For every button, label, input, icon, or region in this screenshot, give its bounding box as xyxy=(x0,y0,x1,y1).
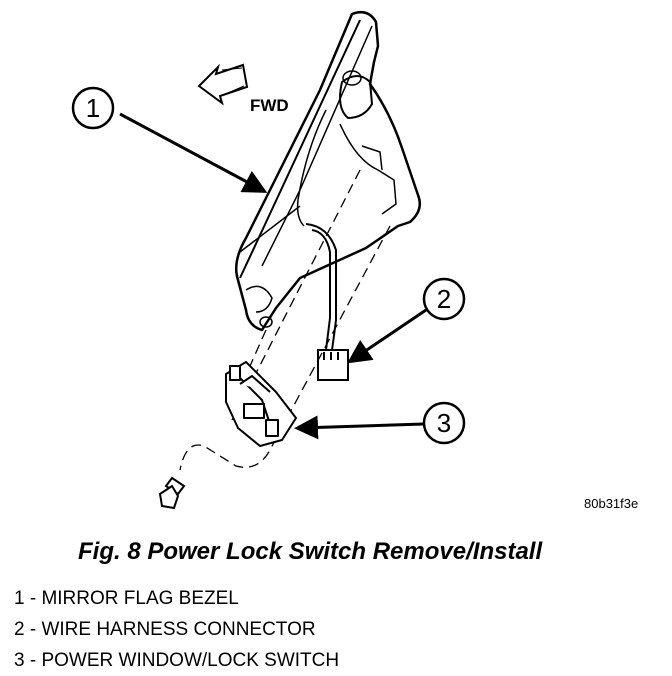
exploded-view-illustration: FWD xyxy=(71,11,638,511)
mounting-screw xyxy=(158,476,186,510)
callout-1: 1 xyxy=(71,86,115,130)
figure-caption: Fig. 8 Power Lock Switch Remove/Install xyxy=(78,538,543,565)
power-window-lock-switch xyxy=(225,361,297,447)
forward-direction-arrow: FWD xyxy=(197,63,289,115)
fwd-label: FWD xyxy=(250,96,289,115)
legend-item: 3 - POWER WINDOW/LOCK SWITCH xyxy=(14,650,340,671)
installation-guide-lines xyxy=(179,169,391,471)
callout-3-number: 3 xyxy=(437,408,451,438)
callout-1-number: 1 xyxy=(86,93,100,123)
callout-2: 2 xyxy=(422,277,466,321)
legend-item: 1 - MIRROR FLAG BEZEL xyxy=(14,588,239,609)
callout-leaders xyxy=(119,112,427,440)
image-code: 80b31f3e xyxy=(584,496,638,511)
callout-2-number: 2 xyxy=(437,284,451,314)
legend-item: 2 - WIRE HARNESS CONNECTOR xyxy=(14,619,316,640)
legend-list: 1 - MIRROR FLAG BEZEL 2 - WIRE HARNESS C… xyxy=(14,583,339,676)
callout-3: 3 xyxy=(422,401,466,445)
mirror-flag-bezel xyxy=(235,11,421,332)
wire-harness xyxy=(305,223,337,351)
wire-harness-connector xyxy=(317,349,349,381)
